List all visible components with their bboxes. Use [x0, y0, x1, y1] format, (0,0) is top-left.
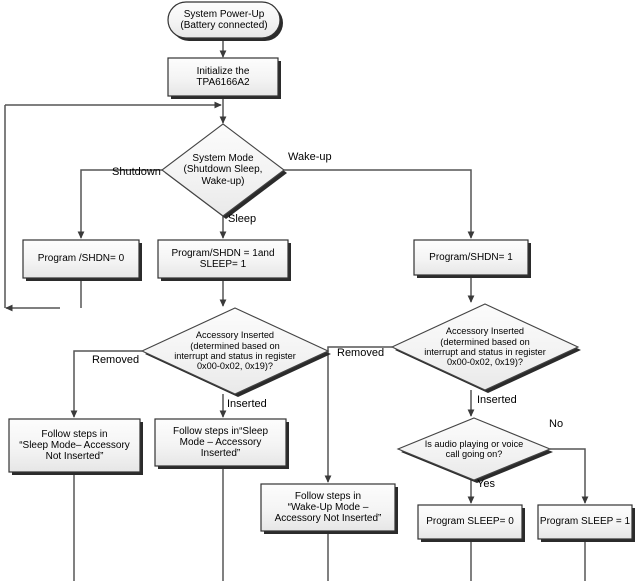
node-wake-not-inserted-shape [260, 483, 398, 534]
edge-label-removed-left: Removed [92, 354, 140, 366]
node-system-mode-shape [161, 123, 287, 219]
edge-audio-no [550, 448, 589, 504]
node-program-shdn-0-shape [22, 239, 142, 281]
edge-systemmode-wakeup [284, 169, 475, 239]
flow-edges [4, 38, 589, 581]
edge-label-sleep: Sleep [228, 213, 257, 225]
edge-label-removed-right: Removed [337, 347, 385, 359]
node-sleep-not-inserted-shape [8, 418, 143, 475]
edge-label-wakeup: Wake-up [288, 151, 332, 163]
edge-label-yes: Yes [477, 478, 495, 490]
node-start-shape [167, 1, 283, 41]
edge-wake-removed [324, 346, 392, 483]
edge-label-inserted-left: Inserted [227, 398, 267, 410]
node-program-shdn-1-sleep-1-shape [157, 239, 291, 281]
node-program-sleep-1-shape [537, 504, 635, 542]
node-accessory-inserted-wake-shape [390, 303, 581, 393]
edge-label-shutdown: Shutdown [112, 166, 161, 178]
node-sleep-inserted-shape [154, 418, 289, 469]
node-program-shdn-1-shape [413, 239, 531, 278]
edge-systemmode-shutdown [77, 169, 162, 239]
node-init-shape [167, 57, 281, 99]
node-accessory-inserted-sleep-shape [140, 307, 331, 397]
node-audio-playing-shape [396, 417, 553, 483]
node-program-sleep-0-shape [417, 504, 525, 542]
edge-label-inserted-right: Inserted [477, 394, 517, 406]
edge-label-no: No [549, 418, 564, 430]
edge-sleep-removed [70, 350, 142, 418]
